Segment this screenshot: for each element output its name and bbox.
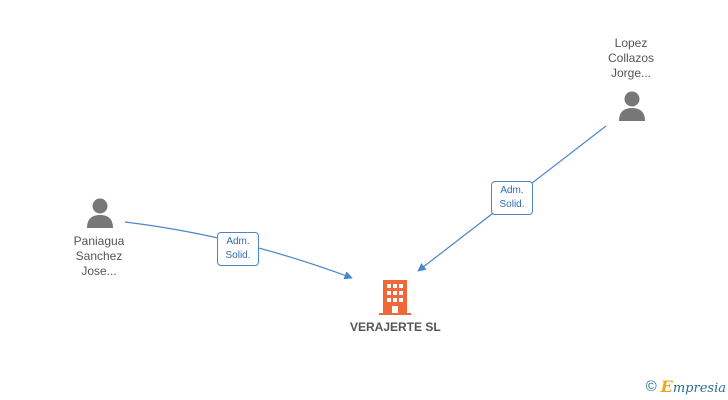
person-name-line: Lopez [614, 36, 648, 50]
role-badge-line: Adm. [500, 185, 524, 196]
role-badge-paniagua[interactable]: Adm. Solid. [217, 232, 259, 266]
person-name-line: Jose... [81, 264, 117, 278]
person-name-line: Collazos [607, 51, 655, 65]
company-name[interactable]: VERAJERTE SL [350, 320, 441, 334]
person-name-line: Jorge... [610, 66, 652, 80]
person-name-line: Paniagua [73, 234, 125, 248]
person-name-line: Sanchez [75, 249, 123, 263]
building-icon[interactable] [379, 279, 411, 315]
role-badge-line: Solid. [225, 250, 251, 261]
person-icon[interactable] [85, 197, 115, 229]
logo-text: mpresia [672, 380, 726, 396]
empresia-watermark: © Empresia [646, 376, 726, 396]
empresia-logo: Empresia [661, 377, 726, 396]
role-badge-lopez[interactable]: Adm. Solid. [491, 181, 533, 215]
person-icon[interactable] [617, 90, 647, 122]
role-badge-line: Solid. [499, 199, 525, 210]
logo-letter: E [660, 376, 673, 396]
role-badge-line: Adm. [226, 236, 250, 247]
person-node-paniagua[interactable]: Paniagua Sanchez Jose... [59, 234, 139, 279]
person-node-lopez[interactable]: Lopez Collazos Jorge... [591, 36, 671, 81]
copyright-icon: © [645, 377, 657, 395]
